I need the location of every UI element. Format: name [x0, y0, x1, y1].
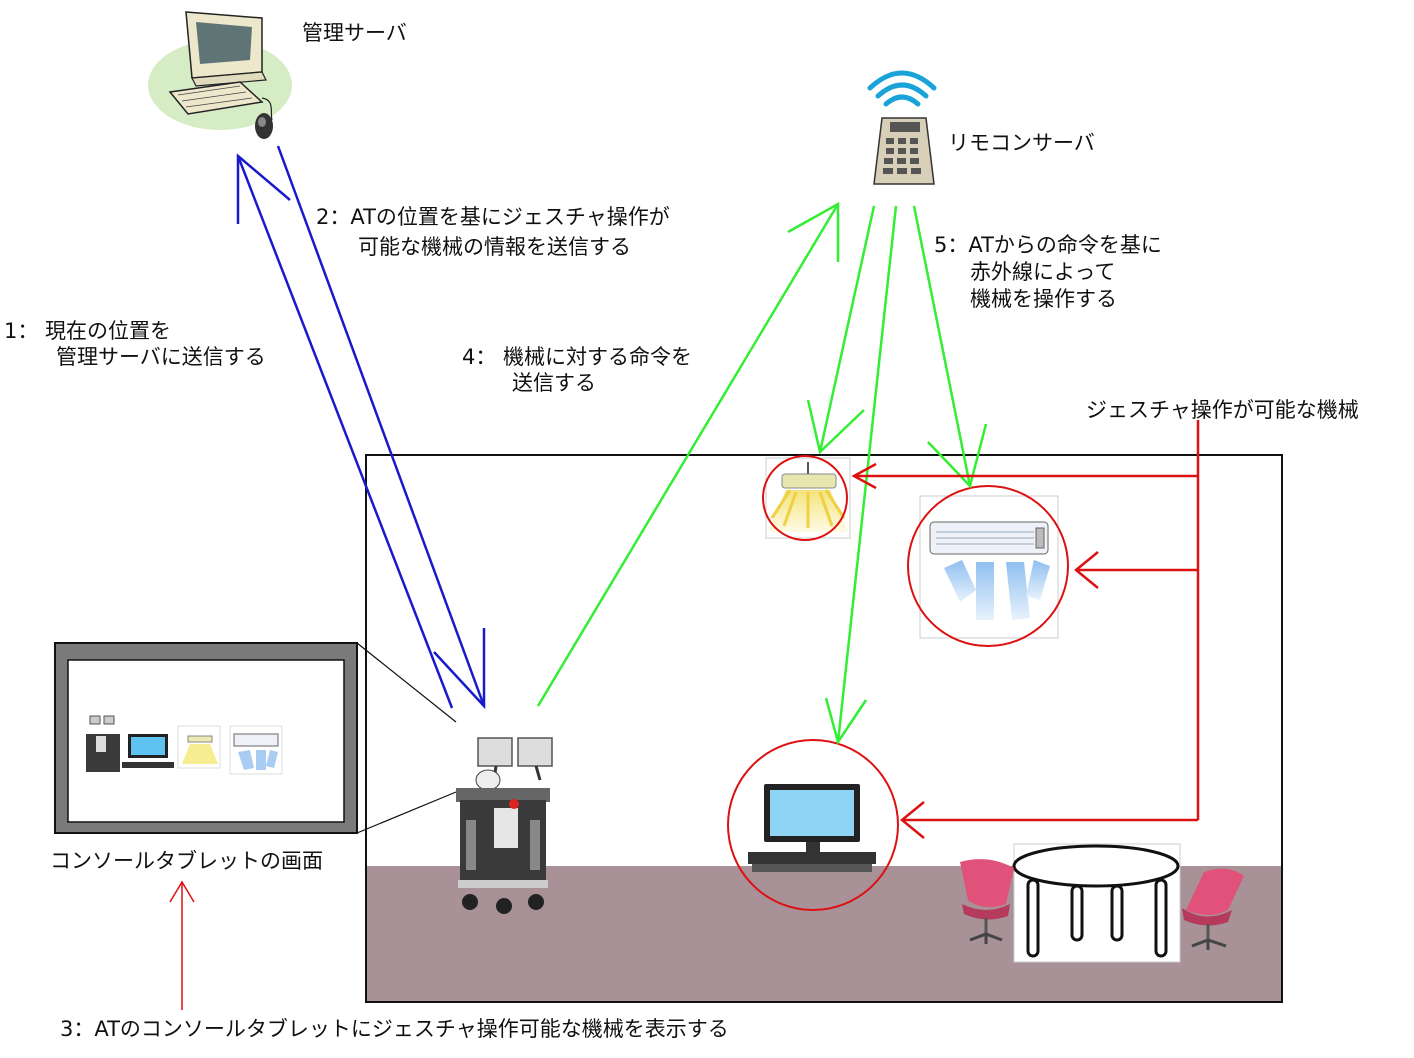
step4-label-line2: 送信する: [512, 371, 596, 395]
arrow-step4-command-to-remote-server: [536, 201, 840, 707]
gesture-devices-label: ジェスチャ操作が可能な機械: [1086, 398, 1359, 422]
wifi-icon: [867, 70, 937, 107]
step5-label-line1: 5：ATからの命令を基に: [934, 233, 1162, 257]
arrow-step5-ir-to-aircon: [912, 205, 988, 489]
step3-label: 3：ATのコンソールタブレットにジェスチャ操作可能な機械を表示する: [60, 1017, 729, 1041]
management-server-label: 管理サーバ: [302, 21, 407, 45]
computer-icon: [148, 11, 292, 139]
arrow-step5-ir-to-tv: [824, 205, 898, 745]
step2-label-line2: 可能な機械の情報を送信する: [358, 235, 631, 259]
arrow-gesture-device-indicators: [851, 420, 1200, 839]
arrow-step5-ir-to-light: [806, 205, 876, 455]
step4-label-line1: 4： 機械に対する命令を: [462, 345, 693, 369]
ceiling-light-icon: [762, 455, 851, 541]
console-tablet-screen: [54, 642, 358, 834]
console-screen-label: コンソールタブレットの画面: [50, 849, 323, 873]
television-icon: [727, 739, 899, 911]
chair-icon: [960, 859, 1014, 944]
arrow-step2-info-to-robot: [276, 145, 486, 710]
step1-label-line1: 1： 現在の位置を: [4, 319, 172, 343]
step5-label-line3: 機械を操作する: [970, 287, 1117, 311]
arrow-step3-display-on-tablet: [169, 880, 195, 1010]
step5-label-line2: 赤外線によって: [970, 260, 1116, 284]
air-conditioner-icon: [907, 485, 1069, 647]
remote-control-icon: [873, 117, 935, 185]
step2-label-line1: 2：ATの位置を基にジェスチャ操作が: [316, 205, 670, 229]
arrow-step1-position-to-server: [236, 153, 454, 709]
zoom-lines: [356, 642, 457, 834]
table-icon: [1012, 843, 1181, 963]
chair-icon: [1182, 868, 1244, 950]
robot-icon: [456, 737, 553, 914]
step1-label-line2: 管理サーバに送信する: [56, 345, 266, 369]
remote-server-label: リモコンサーバ: [948, 131, 1095, 155]
